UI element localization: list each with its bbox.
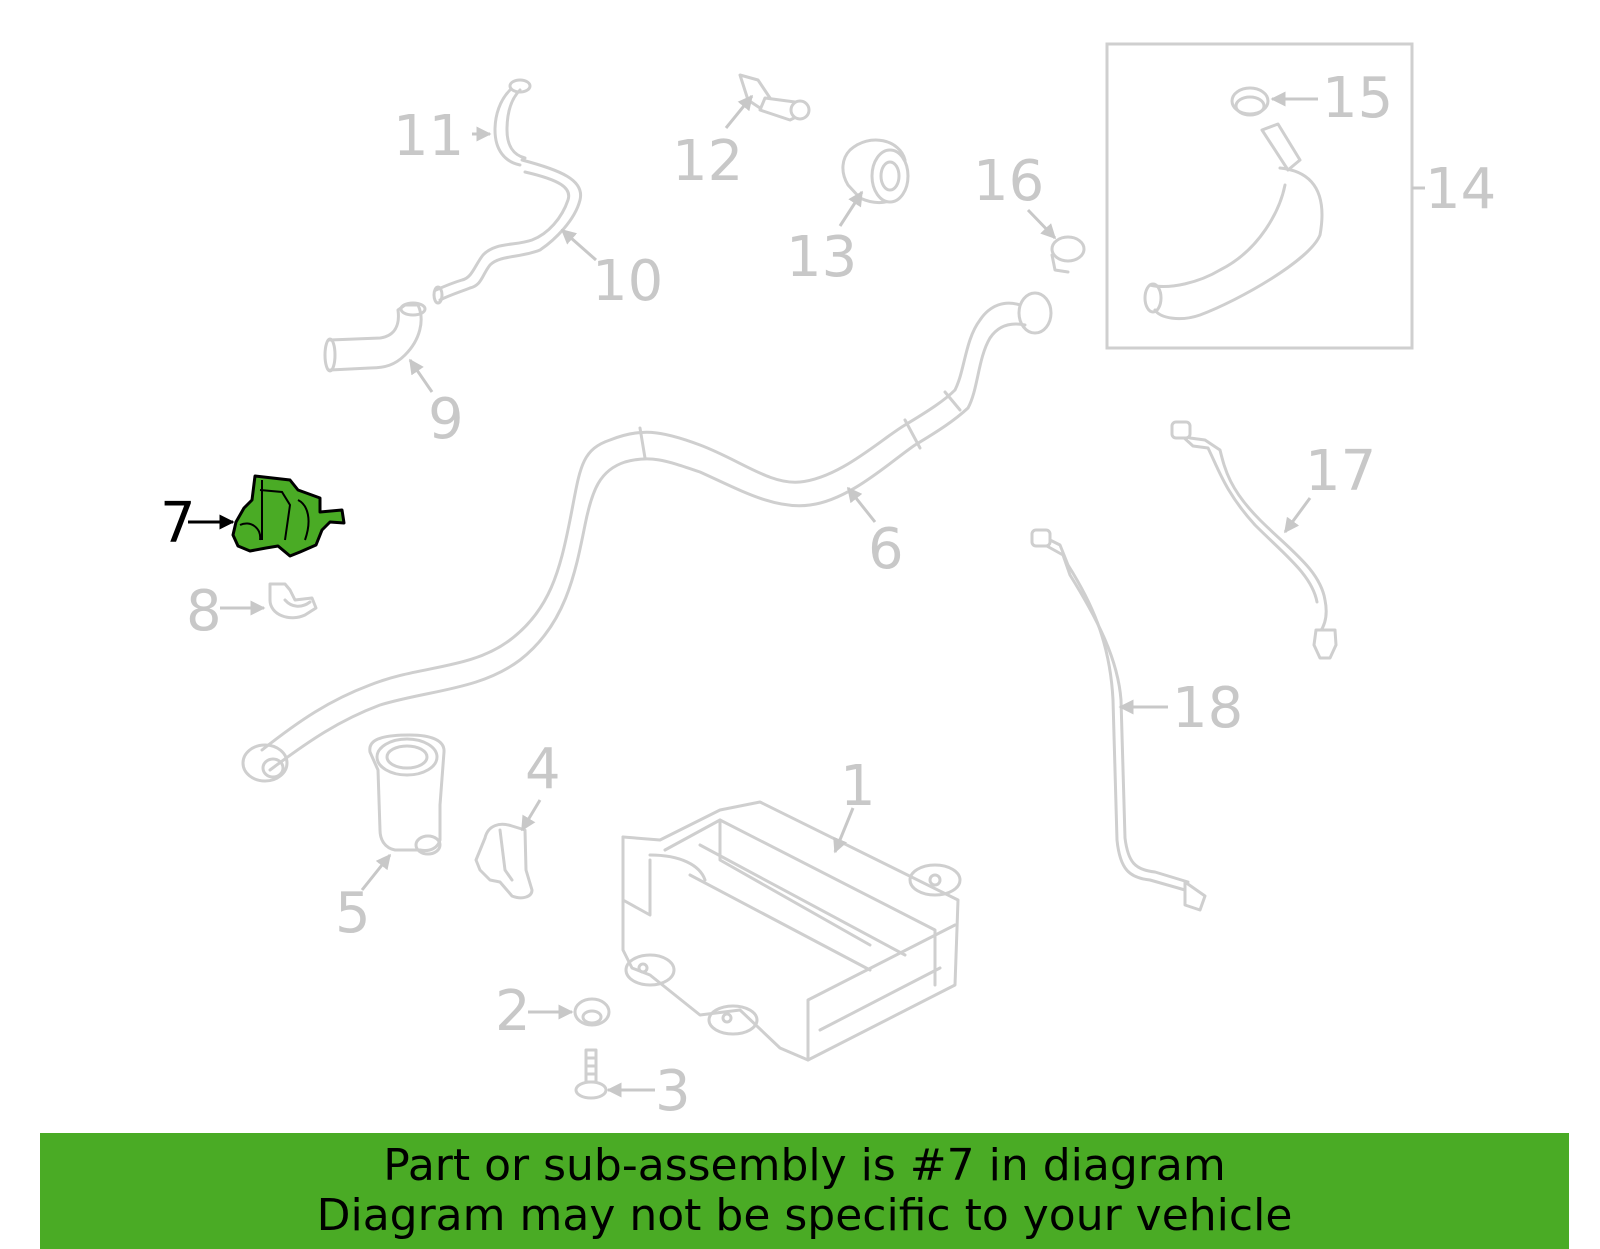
part-13-bushing: [841, 138, 910, 204]
arrow-17: [1283, 497, 1312, 534]
callout-11: 11: [393, 104, 464, 169]
arrow-6: [846, 486, 877, 523]
callout-12: 12: [672, 129, 743, 194]
part-8-clip: [268, 582, 318, 620]
arrow-13: [838, 190, 864, 227]
callout-6: 6: [868, 517, 904, 582]
part-4-bracket: [474, 822, 534, 900]
part-7-purge-valve-highlighted[interactable]: [231, 474, 346, 558]
callout-10: 10: [592, 249, 663, 314]
arrow-5: [360, 853, 392, 891]
part-11-hose: [493, 78, 532, 167]
callout-16: 16: [973, 149, 1044, 214]
part-14-hose: [1143, 122, 1324, 321]
callout-14: 14: [1425, 157, 1496, 222]
arrow-16: [1026, 208, 1057, 240]
part-16-clamp: [1050, 235, 1086, 274]
banner-line-1: Part or sub-assembly is #7 in diagram: [383, 1140, 1226, 1191]
callout-2: 2: [495, 979, 531, 1044]
part-10-hose: [432, 158, 583, 305]
callout-4: 4: [525, 737, 561, 802]
part-1-canister: [621, 800, 962, 1062]
callout-18: 18: [1172, 676, 1243, 741]
part-9-hose: [323, 301, 427, 373]
arrow-9: [408, 358, 434, 393]
part-5-filter: [368, 733, 446, 856]
callout-13: 13: [786, 225, 857, 290]
arrow-4: [520, 799, 542, 832]
part-6-hose: [241, 291, 1053, 783]
part-3-bolt: [574, 1048, 608, 1100]
arrow-10: [560, 228, 597, 262]
info-banner: Part or sub-assembly is #7 in diagram Di…: [40, 1133, 1569, 1249]
callout-3: 3: [655, 1059, 691, 1124]
callout-9: 9: [428, 387, 464, 452]
callout-15: 15: [1322, 66, 1393, 131]
callout-17: 17: [1305, 439, 1376, 504]
part-17-oxygen-sensor: [1170, 420, 1338, 660]
callout-5: 5: [335, 881, 371, 946]
part-15-clamp: [1230, 86, 1270, 117]
callout-7[interactable]: 7: [160, 491, 196, 556]
arrow-1: [833, 807, 855, 854]
callout-8: 8: [186, 579, 222, 644]
part-2-grommet: [573, 997, 611, 1027]
arrow-12: [724, 94, 754, 129]
part-14-inset-box: [1105, 42, 1414, 350]
callout-1: 1: [840, 754, 876, 819]
banner-line-2: Diagram may not be specific to your vehi…: [316, 1190, 1293, 1241]
part-18-oxygen-sensor: [1030, 528, 1207, 912]
